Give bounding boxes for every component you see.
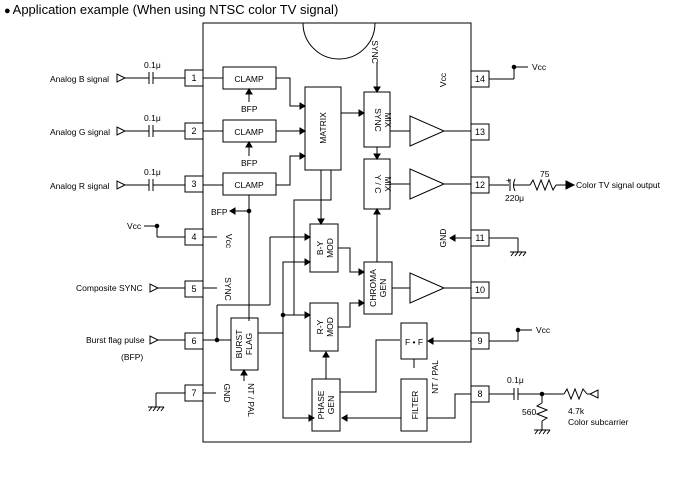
cap-2-value: 0.1μ — [144, 113, 161, 123]
vcc-pin14-label: Vcc — [438, 72, 448, 87]
pin-14: 14 — [475, 74, 485, 84]
amp-10 — [409, 272, 446, 304]
ntpal-right-label: NT / PAL — [430, 360, 440, 394]
color-tv-output-label: Color TV signal output — [576, 180, 661, 190]
right-pins — [470, 70, 490, 403]
burst-flag-label-1: BURST — [234, 330, 244, 359]
pin-9: 9 — [477, 336, 482, 346]
cap-220-value: 220μ — [505, 193, 524, 203]
pin-11: 11 — [475, 233, 484, 243]
amp-13 — [409, 115, 446, 147]
sync-in-label: SYNC — [370, 40, 380, 64]
analog-r-terminal — [116, 180, 127, 190]
composite-sync-label: Composite SYNC — [76, 283, 143, 293]
analog-g-terminal — [116, 126, 127, 136]
burst-flag-terminal — [149, 335, 160, 345]
gnd-pin11-label: GND — [438, 229, 448, 248]
composite-sync-terminal — [149, 283, 160, 293]
ground-symbol-pin7 — [148, 406, 165, 412]
ntpal-left-label: NT / PAL — [246, 383, 256, 417]
ry-mod-label-1: R-Y — [315, 319, 325, 334]
pin-4: 4 — [191, 232, 196, 242]
chroma-gen-label-1: CHROMA — [368, 269, 378, 307]
sync-pin5-label: SYNC — [223, 277, 233, 301]
res-4-7k-value: 4.7k — [568, 406, 585, 416]
res-560 — [535, 402, 549, 422]
vcc-right14-label: Vcc — [532, 62, 547, 72]
bfp-label-1: BFP — [241, 104, 258, 114]
clamp-1-label: CLAMP — [234, 74, 264, 84]
pin-8: 8 — [477, 389, 482, 399]
analog-b-terminal — [116, 73, 127, 83]
by-mod-label-1: B-Y — [315, 241, 325, 256]
res-75 — [529, 178, 557, 192]
sync-mix-label-2: MIX — [383, 112, 393, 127]
ff-label: F • F — [405, 337, 423, 347]
sync-mix-label-1: SYNC — [373, 108, 383, 132]
res-4-7k — [563, 387, 588, 401]
pin-12: 12 — [475, 180, 485, 190]
pin-1: 1 — [191, 73, 196, 83]
pin-7: 7 — [191, 388, 196, 398]
res-560-value: 560 — [522, 407, 536, 417]
cap-220-plus: + — [506, 175, 511, 185]
clamp-2-label: CLAMP — [234, 127, 264, 137]
title-bullet: ● — [4, 5, 11, 17]
diagram-title: ●Application example (When using NTSC co… — [4, 2, 338, 17]
vcc-left-label: Vcc — [127, 221, 142, 231]
bfp-label-2: BFP — [241, 158, 258, 168]
pin-3: 3 — [191, 179, 196, 189]
amp-12 — [409, 168, 446, 200]
ground-symbol-pin8 — [534, 429, 551, 435]
yc-mix-label-2: MIX — [383, 176, 393, 191]
pin-2: 2 — [191, 126, 196, 136]
filter-label: FILTER — [410, 391, 420, 420]
pin-13: 13 — [475, 127, 485, 137]
color-subcarrier-label: Color subcarrier — [568, 417, 629, 427]
phase-gen-label-1: PHASE — [316, 390, 326, 419]
pin-10: 10 — [475, 285, 485, 295]
analog-b-label: Analog B signal — [50, 74, 109, 84]
pin-5: 5 — [191, 284, 196, 294]
yc-mix-label-1: Y / C — [373, 175, 383, 194]
chroma-gen-label-2: GEN — [378, 279, 388, 297]
matrix-block — [304, 86, 342, 171]
output-arrow — [565, 180, 576, 190]
res-75-value: 75 — [540, 169, 550, 179]
cap-3-value: 0.1μ — [144, 167, 161, 177]
burst-flag-pulse-label: Burst flag pulse — [86, 335, 145, 345]
subcarrier-terminal — [588, 389, 599, 399]
vcc-right9-label: Vcc — [536, 325, 551, 335]
filter-block — [400, 378, 428, 432]
bfp-paren-label: (BFP) — [121, 352, 143, 362]
ground-symbol-pin11 — [510, 251, 527, 257]
bfp-label-3: BFP — [211, 207, 228, 217]
burst-flag-label-2: FLAG — [244, 333, 254, 355]
pin-6: 6 — [191, 336, 196, 346]
cap-8-value: 0.1μ — [507, 375, 524, 385]
ic-notch — [302, 22, 376, 60]
matrix-label: MATRIX — [318, 112, 328, 144]
analog-g-label: Analog G signal — [50, 127, 110, 137]
by-mod-label-2: MOD — [325, 238, 335, 258]
cap-1-value: 0.1μ — [144, 60, 161, 70]
phase-gen-label-2: GEN — [326, 396, 336, 414]
title-text: Application example (When using NTSC col… — [12, 2, 339, 17]
ry-mod-label-2: MOD — [325, 317, 335, 337]
vcc-pin4-label: Vcc — [224, 234, 234, 249]
analog-r-label: Analog R signal — [50, 181, 110, 191]
gnd-pin7-label: GND — [222, 384, 232, 403]
clamp-3-label: CLAMP — [234, 180, 264, 190]
